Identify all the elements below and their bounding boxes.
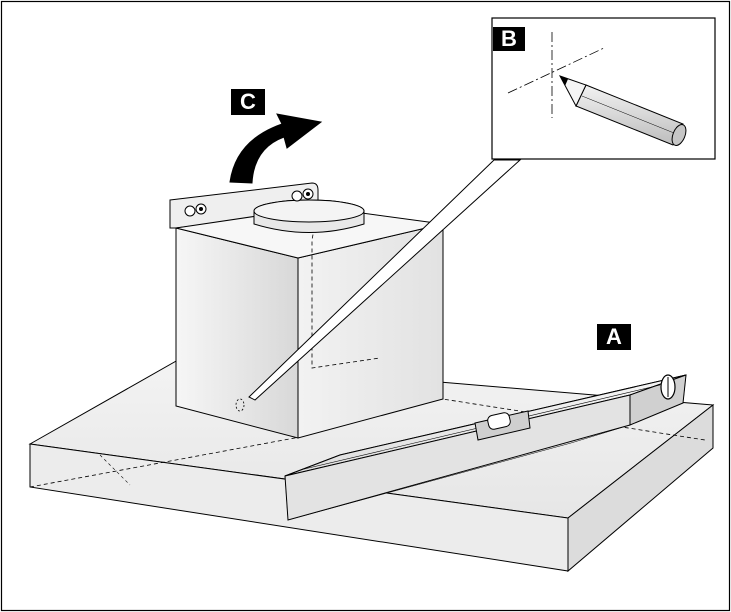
screw-icon bbox=[184, 203, 207, 217]
detail-inset bbox=[491, 17, 716, 160]
label-c-marker: C bbox=[231, 89, 265, 115]
drill-hole-mark bbox=[235, 398, 245, 412]
hood-box bbox=[169, 182, 444, 439]
label-b-marker: B bbox=[493, 27, 525, 51]
screw-icon bbox=[291, 188, 314, 202]
label-a-marker: A bbox=[597, 324, 631, 350]
pencil-icon bbox=[558, 75, 687, 146]
spirit-level bbox=[284, 374, 687, 521]
callout-pointer bbox=[248, 159, 522, 401]
curved-arrow-icon bbox=[229, 113, 323, 184]
